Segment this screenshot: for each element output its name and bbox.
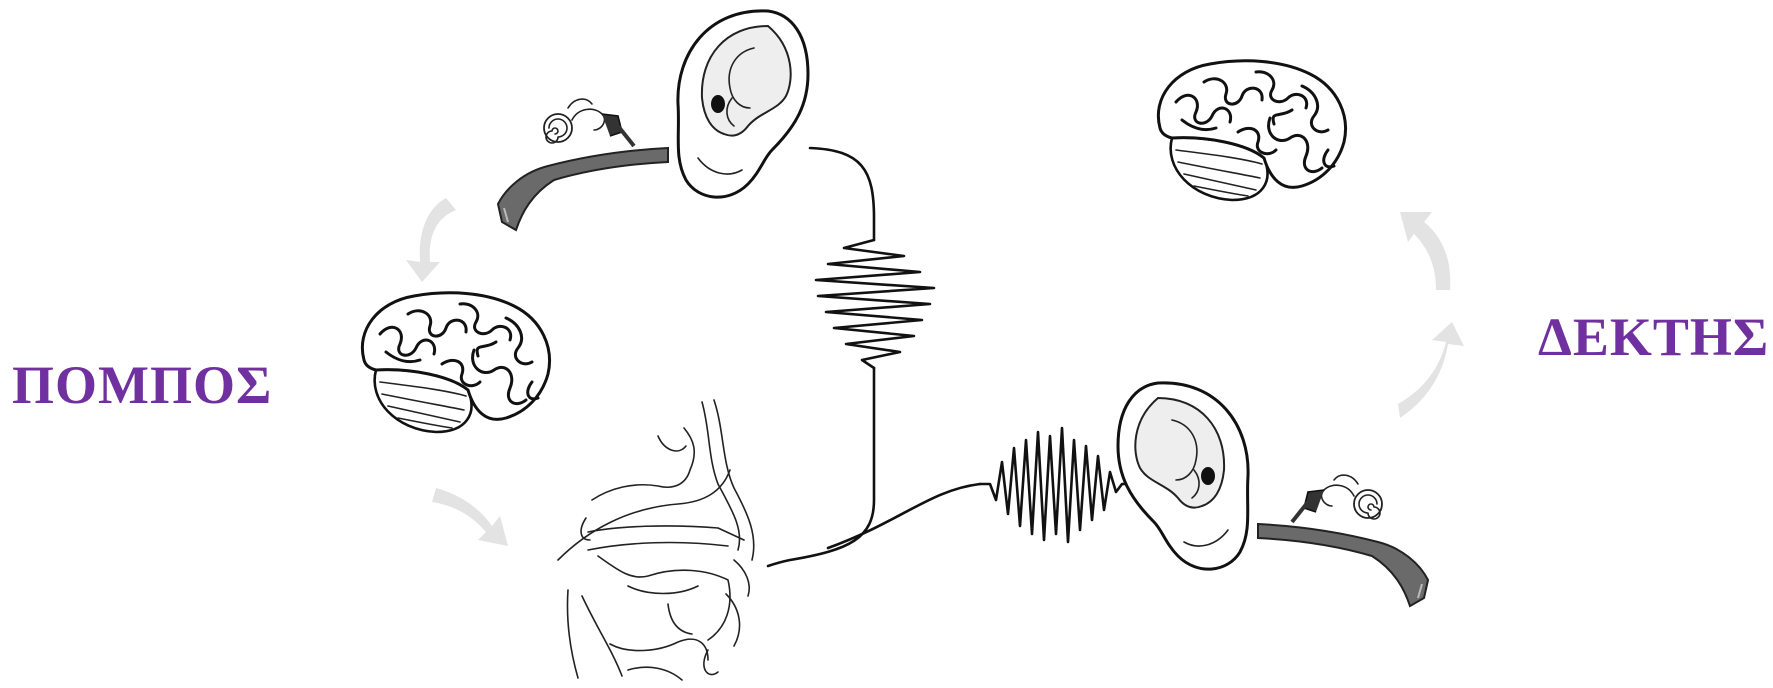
curved-arrow-icon <box>1398 322 1464 418</box>
curved-arrow-icon <box>406 198 456 282</box>
acoustic-path-line <box>810 148 874 240</box>
vocal-tract-icon <box>558 400 754 680</box>
cochlea-icon <box>1258 475 1428 606</box>
brain-icon <box>362 293 549 432</box>
sound-wave-icon <box>816 240 934 368</box>
cochlea-icon <box>498 99 668 230</box>
brain-icon <box>1158 61 1345 200</box>
curved-arrow-icon <box>1400 212 1450 290</box>
curved-arrow-icon <box>432 488 508 546</box>
ear-icon <box>678 11 808 197</box>
acoustic-path-line <box>828 484 980 548</box>
ear-icon <box>1118 383 1248 569</box>
sound-wave-icon <box>980 428 1140 542</box>
